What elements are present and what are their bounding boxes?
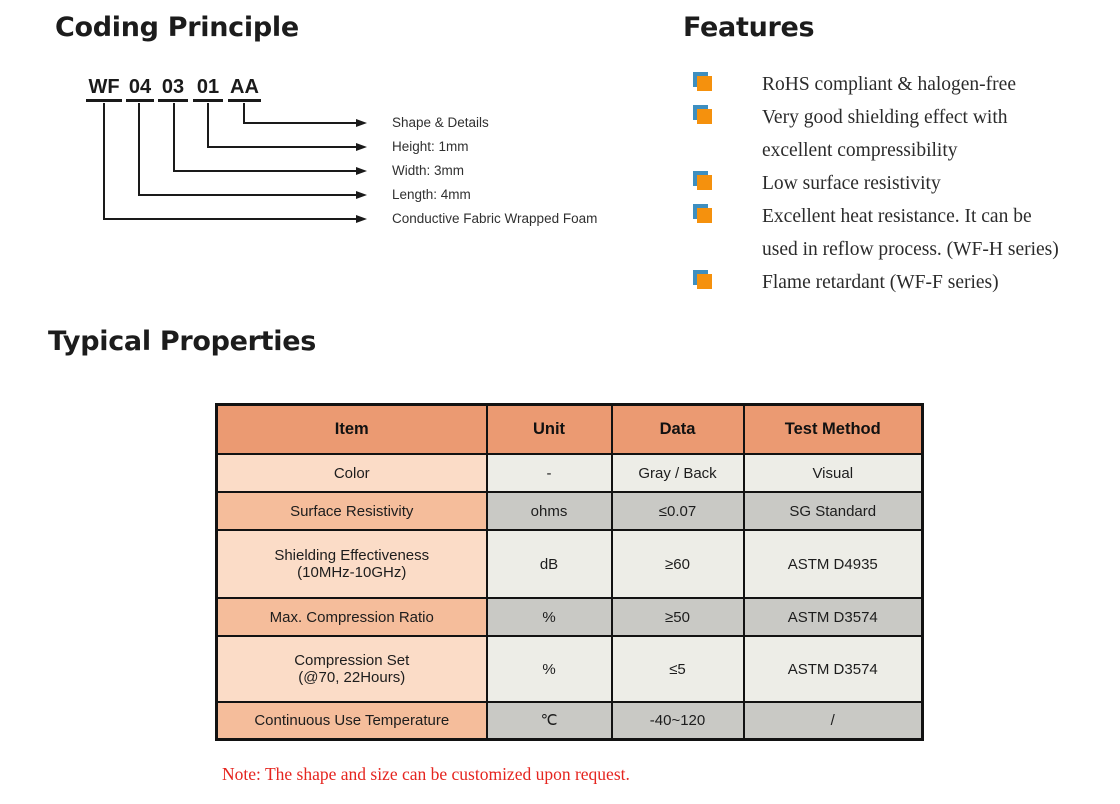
arrow-line (243, 122, 356, 124)
cell-test-method: ASTM D3574 (742, 635, 924, 703)
arrow-line (173, 170, 356, 172)
connector-line (243, 103, 245, 124)
cell-unit: ℃ (485, 701, 613, 740)
cell-data: ≥60 (610, 529, 745, 599)
feature-item: Flame retardant (WF-F series) (697, 266, 1107, 299)
table-row: Continuous Use Temperature ℃ -40~120 / (215, 701, 924, 740)
connector-line (173, 103, 175, 172)
connector-line (207, 103, 209, 148)
feature-item: RoHS compliant & halogen-free (697, 68, 1107, 101)
customization-note: Note: The shape and size can be customiz… (222, 764, 630, 784)
arrow-icon (356, 190, 367, 199)
table-row: Compression Set (@70, 22Hours) % ≤5 ASTM… (215, 635, 924, 703)
feature-item: Very good shielding effect with excellen… (697, 101, 1107, 167)
cell-item: Compression Set (@70, 22Hours) (215, 635, 488, 703)
table-row: Color - Gray / Back Visual (215, 453, 924, 493)
typical-properties-table: Item Unit Data Test Method Color - Gray … (215, 403, 924, 741)
feature-text: Flame retardant (WF-F series) (762, 272, 999, 293)
arrow-line (103, 218, 356, 220)
code-label-material: Conductive Fabric Wrapped Foam (392, 211, 598, 226)
col-header-test-method: Test Method (742, 403, 924, 455)
code-part-04: 04 (126, 76, 154, 102)
arrow-icon (356, 118, 367, 127)
cell-unit: % (485, 597, 613, 637)
cell-item: Continuous Use Temperature (215, 701, 488, 740)
typical-properties-title: Typical Properties (48, 326, 317, 357)
code-label-width: Width: 3mm (392, 163, 465, 178)
cell-item: Shielding Effectiveness (10MHz-10GHz) (215, 529, 488, 599)
cell-unit: ohms (485, 491, 613, 531)
col-header-unit: Unit (485, 403, 613, 455)
arrow-line (207, 146, 356, 148)
square-bullet-icon (697, 109, 712, 124)
arrow-icon (356, 142, 367, 151)
arrow-line (138, 194, 356, 196)
cell-unit: - (485, 453, 613, 493)
connector-line (103, 103, 105, 220)
table-row: Shielding Effectiveness (10MHz-10GHz) dB… (215, 529, 924, 599)
square-bullet-icon (697, 274, 712, 289)
code-part-wf: WF (86, 76, 122, 102)
col-header-item: Item (215, 403, 488, 455)
cell-test-method: Visual (742, 453, 924, 493)
cell-item: Max. Compression Ratio (215, 597, 488, 637)
feature-text: Excellent heat resistance. It can be use… (762, 206, 1059, 260)
cell-data: -40~120 (610, 701, 745, 740)
code-label-length: Length: 4mm (392, 187, 471, 202)
cell-test-method: ASTM D4935 (742, 529, 924, 599)
cell-data: ≥50 (610, 597, 745, 637)
table-row: Surface Resistivity ohms ≤0.07 SG Standa… (215, 491, 924, 531)
cell-item: Color (215, 453, 488, 493)
cell-test-method: ASTM D3574 (742, 597, 924, 637)
code-part-03: 03 (158, 76, 188, 102)
feature-item: Low surface resistivity (697, 167, 1107, 200)
table-header-row: Item Unit Data Test Method (215, 403, 924, 455)
arrow-icon (356, 214, 367, 223)
feature-text: Low surface resistivity (762, 173, 941, 194)
coding-principle-title: Coding Principle (55, 12, 299, 43)
code-part-01: 01 (193, 76, 223, 102)
features-title: Features (683, 12, 815, 43)
connector-line (138, 103, 140, 196)
feature-item: Excellent heat resistance. It can be use… (697, 200, 1107, 266)
code-label-shape: Shape & Details (392, 115, 489, 130)
square-bullet-icon (697, 175, 712, 190)
square-bullet-icon (697, 76, 712, 91)
square-bullet-icon (697, 208, 712, 223)
cell-data: ≤0.07 (610, 491, 745, 531)
cell-test-method: SG Standard (742, 491, 924, 531)
feature-text: RoHS compliant & halogen-free (762, 74, 1016, 95)
arrow-icon (356, 166, 367, 175)
features-list: RoHS compliant & halogen-free Very good … (697, 68, 1107, 299)
cell-data: ≤5 (610, 635, 745, 703)
cell-unit: % (485, 635, 613, 703)
cell-data: Gray / Back (610, 453, 745, 493)
feature-text: Very good shielding effect with excellen… (762, 107, 1008, 161)
code-part-aa: AA (228, 76, 261, 102)
cell-item: Surface Resistivity (215, 491, 488, 531)
code-label-height: Height: 1mm (392, 139, 469, 154)
col-header-data: Data (610, 403, 745, 455)
cell-unit: dB (485, 529, 613, 599)
cell-test-method: / (742, 701, 924, 740)
table-row: Max. Compression Ratio % ≥50 ASTM D3574 (215, 597, 924, 637)
